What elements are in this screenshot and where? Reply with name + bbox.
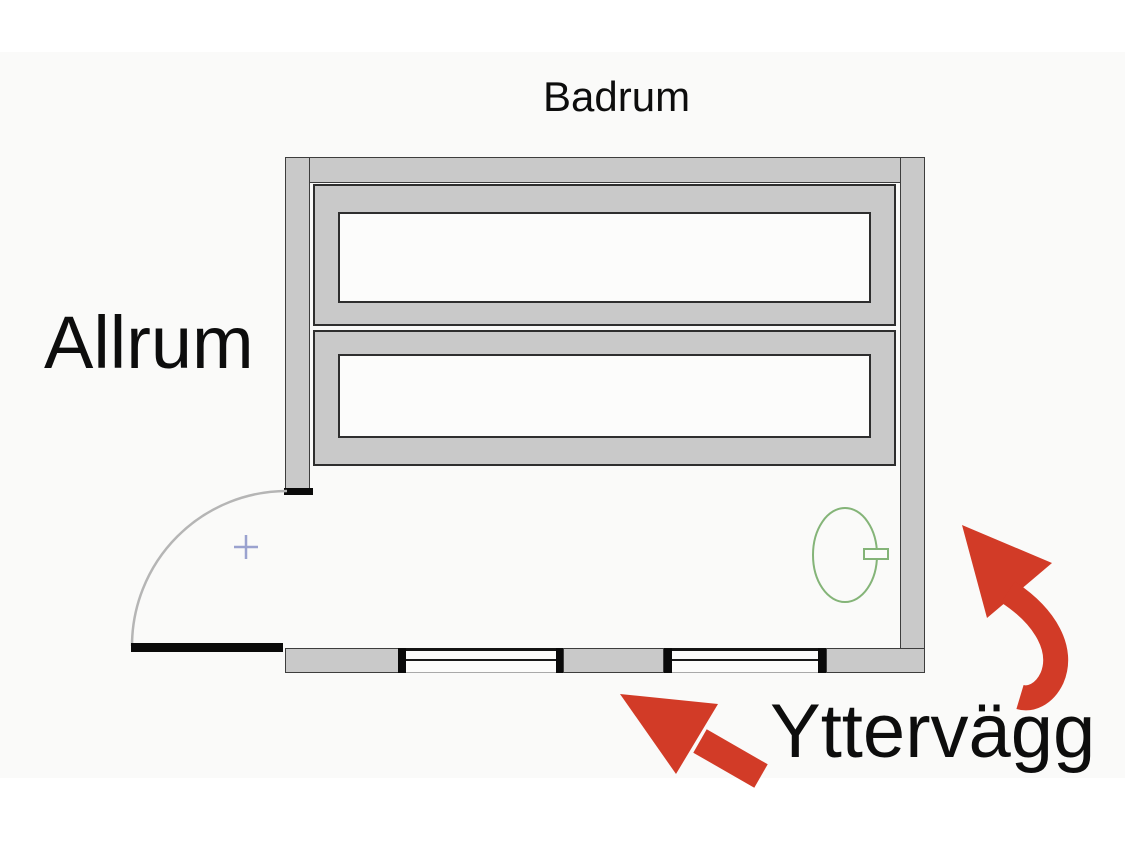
window-jamb <box>398 648 406 673</box>
bottom-wall-segment <box>563 648 664 673</box>
window-pane-line <box>406 659 556 661</box>
window-pane-line <box>672 659 818 661</box>
bottom-wall-corner-segment <box>826 648 925 673</box>
room-label-badrum: Badrum <box>543 73 691 120</box>
window <box>406 648 556 673</box>
fixture-basin <box>338 212 871 303</box>
bottom-wall-segment <box>285 648 399 673</box>
window-jamb <box>556 648 563 673</box>
room-label-allrum: Allrum <box>44 301 254 384</box>
door-jamb <box>284 488 313 495</box>
fixture-block-lower <box>313 330 896 466</box>
right-exterior-wall <box>900 157 925 673</box>
window <box>672 648 818 673</box>
window-jamb <box>664 648 672 673</box>
top-exterior-wall <box>285 157 925 183</box>
window-jamb <box>818 648 826 673</box>
left-interior-wall <box>285 157 310 489</box>
annotation-label-yttervagg: Yttervägg <box>770 689 1096 774</box>
fixture-block-upper <box>313 184 896 326</box>
fixture-basin <box>338 354 871 438</box>
